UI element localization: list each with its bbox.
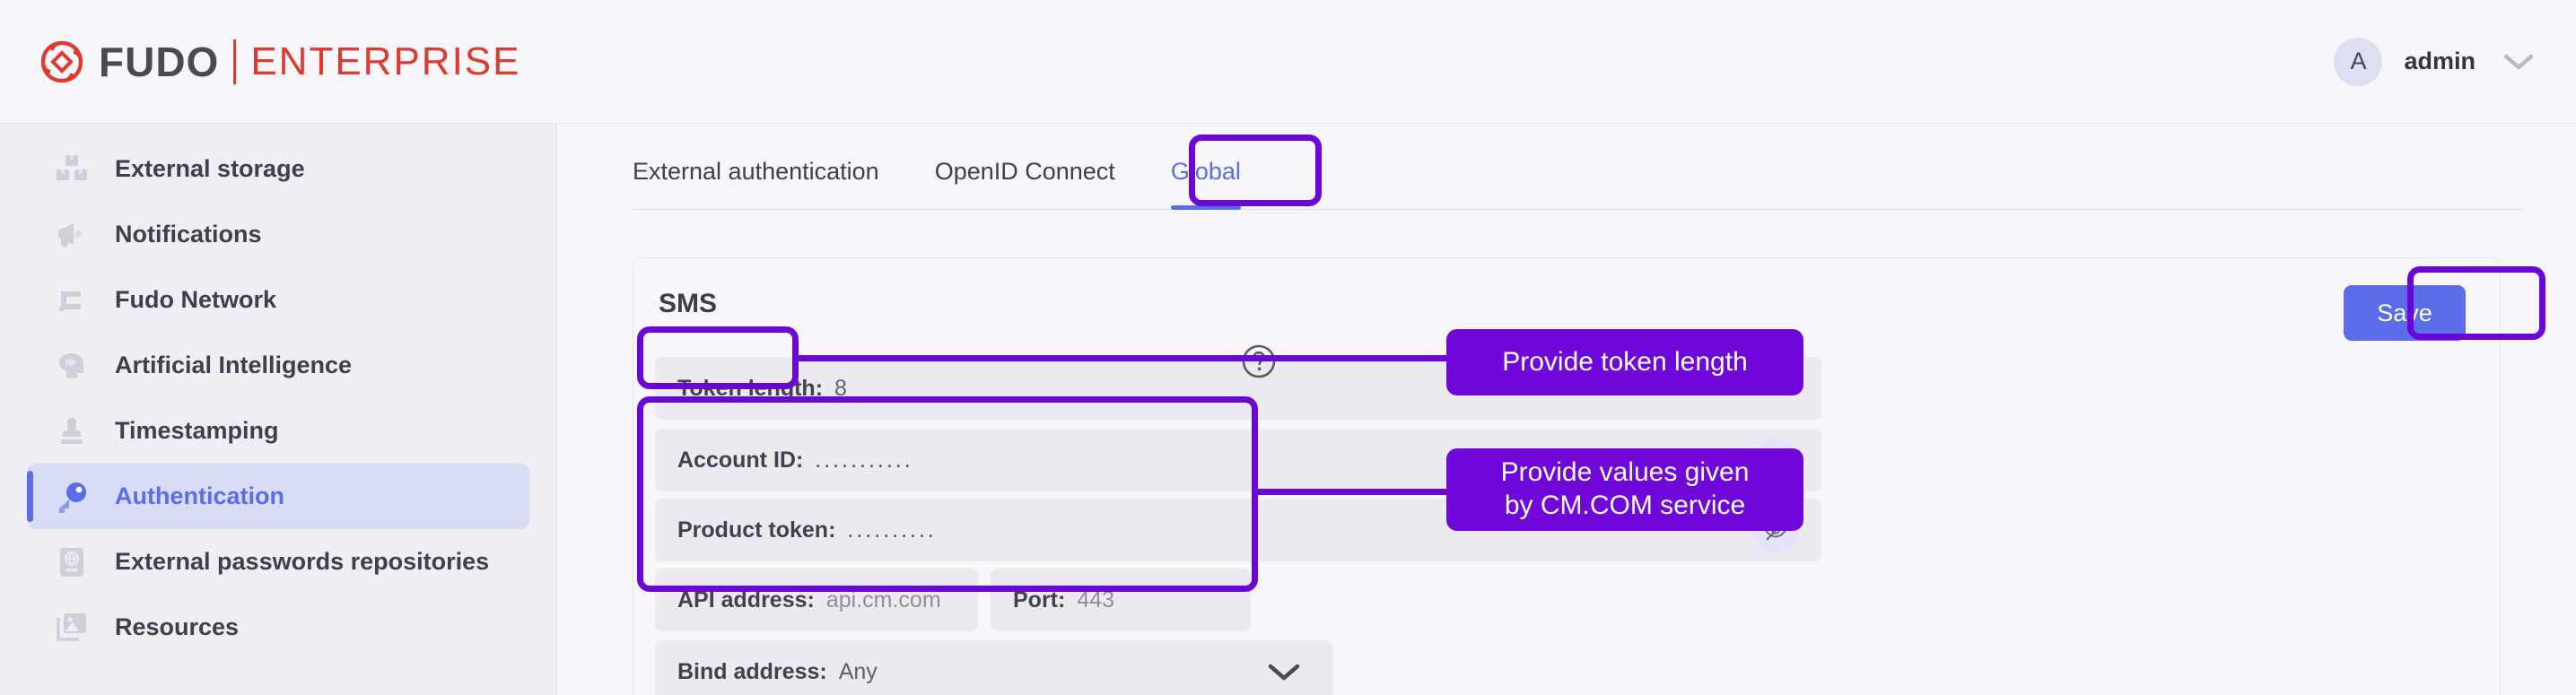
images-icon: [54, 610, 90, 646]
brand-name-secondary: ENTERPRISE: [250, 39, 521, 83]
tab-bar: External authentication OpenID Connect G…: [633, 124, 2522, 210]
field-label: Product token:: [677, 517, 836, 543]
sidebar-item-fudo-network[interactable]: Fudo Network: [27, 267, 529, 333]
network-icon: [54, 282, 90, 318]
field-label: Token length:: [677, 375, 824, 401]
sidebar-item-notifications[interactable]: Notifications: [27, 202, 529, 267]
avatar: A: [2334, 37, 2383, 86]
app-header: FUDO ENTERPRISE A admin: [0, 0, 2576, 124]
brand-divider: [233, 39, 237, 84]
account-id-field[interactable]: Account ID: ...........: [655, 429, 1821, 491]
main-content: External authentication OpenID Connect G…: [558, 124, 2576, 695]
sidebar-item-label: Authentication: [115, 482, 284, 509]
chevron-down-icon[interactable]: [2502, 52, 2535, 72]
brand-name-primary: FUDO: [99, 38, 220, 85]
sidebar-item-external-storage[interactable]: External storage: [27, 136, 529, 202]
port-field[interactable]: Port: 443: [991, 569, 1251, 631]
sms-settings-card: SMS Token length: 8 Account ID: ........…: [633, 257, 2501, 695]
api-address-field[interactable]: API address: api.cm.com: [655, 569, 978, 631]
product-token-field[interactable]: Product token: ..........: [655, 499, 1821, 561]
tab-external-authentication[interactable]: External authentication: [633, 158, 879, 185]
tab-openid-connect[interactable]: OpenID Connect: [934, 158, 1115, 185]
boxes-icon: [54, 152, 90, 187]
bind-address-select[interactable]: Bind address: Any: [655, 640, 1332, 695]
sidebar-item-label: External storage: [115, 155, 305, 182]
save-button[interactable]: Save: [2344, 285, 2466, 341]
tab-global[interactable]: Global: [1170, 158, 1241, 210]
sidebar-item-label: Timestamping: [115, 417, 279, 444]
sidebar-item-artificial-intelligence[interactable]: Artificial Intelligence: [27, 333, 529, 398]
field-label: Port:: [1013, 586, 1066, 612]
field-label: API address:: [677, 586, 815, 612]
token-length-field[interactable]: Token length: 8: [655, 357, 1821, 420]
stamp-icon: [54, 413, 90, 449]
sidebar-item-label: Resources: [115, 613, 240, 640]
sidebar-item-label: External passwords repositories: [115, 548, 490, 575]
eye-off-icon[interactable]: [1753, 438, 1798, 482]
field-value: 8: [834, 375, 847, 401]
field-value: Any: [838, 658, 878, 684]
passport-icon: [54, 544, 90, 580]
chevron-down-icon[interactable]: [1266, 661, 1302, 682]
page-title: SMS: [659, 289, 718, 318]
field-label: Account ID:: [677, 447, 804, 473]
field-value: ..........: [847, 517, 937, 543]
sidebar-item-label: Notifications: [115, 221, 262, 248]
key-icon: [54, 479, 90, 515]
sidebar-item-external-passwords-repositories[interactable]: External passwords repositories: [27, 529, 529, 595]
field-value: 443: [1077, 586, 1115, 612]
sidebar-item-authentication[interactable]: Authentication: [27, 464, 529, 529]
eye-off-icon[interactable]: [1753, 508, 1798, 552]
brand-logo[interactable]: FUDO ENTERPRISE: [0, 38, 521, 86]
user-menu[interactable]: A admin: [2334, 37, 2576, 86]
megaphone-icon: [54, 217, 90, 253]
field-value: api.cm.com: [825, 586, 941, 612]
sidebar-item-label: Artificial Intelligence: [115, 352, 353, 378]
sidebar-item-label: Fudo Network: [115, 286, 276, 313]
field-label: Bind address:: [677, 658, 827, 684]
sidebar-item-timestamping[interactable]: Timestamping: [27, 398, 529, 464]
sidebar-item-resources[interactable]: Resources: [27, 595, 529, 660]
field-value: ...........: [815, 447, 913, 473]
user-name: admin: [2404, 48, 2476, 74]
sidebar: External storage Notifications Fudo Netw…: [0, 124, 557, 695]
fudo-logo-icon: [38, 38, 86, 86]
brain-head-icon: [54, 348, 90, 384]
